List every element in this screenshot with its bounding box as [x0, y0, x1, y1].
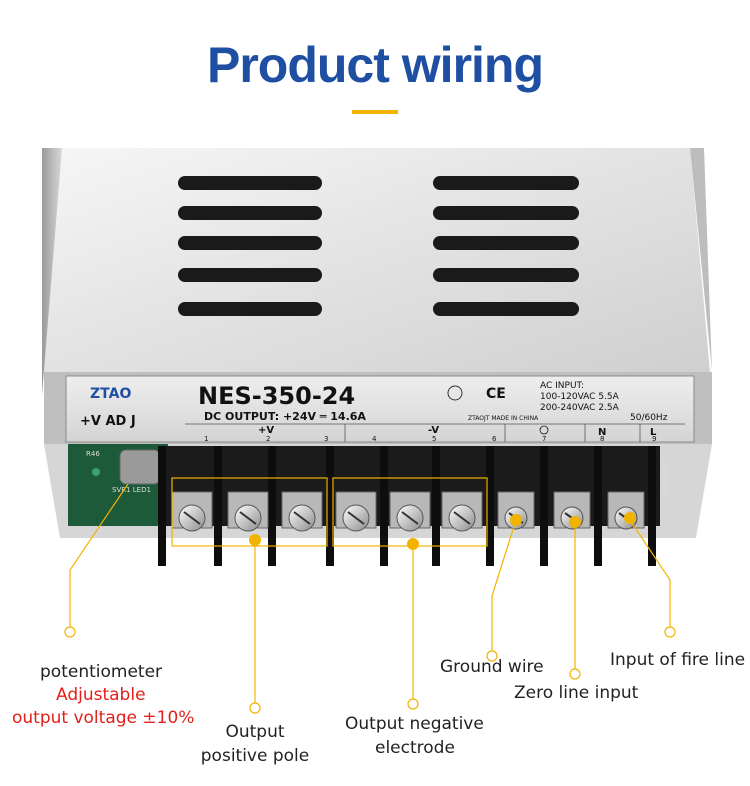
- label-output-positive-2: positive pole: [200, 746, 310, 766]
- terminal-number: 2: [266, 435, 270, 443]
- leader-lines: [69, 483, 671, 704]
- ce-mark: CE: [486, 386, 506, 402]
- brand-logo: ZTAO: [90, 386, 131, 402]
- title-underline: [352, 110, 398, 114]
- terminal-pos-label: +V: [258, 425, 274, 436]
- ac-input-2: 200-240VAC 2.5A: [540, 403, 620, 413]
- label-output-negative-2: electrode: [375, 738, 455, 758]
- page-title: Product wiring: [207, 37, 544, 93]
- made-in: ZTAOJT MADE IN CHINA: [468, 415, 539, 422]
- terminal-header: +V -V N L 1 2 3 4 5 6 7 8 9: [185, 423, 685, 443]
- anchor-dots: [249, 512, 636, 550]
- terminal-number: 1: [204, 435, 208, 443]
- positive-group-box: [171, 477, 328, 547]
- led-label: SVR1 LED1: [112, 486, 151, 494]
- terminal-number: 5: [432, 435, 436, 443]
- freq: 50/60Hz: [630, 413, 668, 423]
- terminal-number: 3: [324, 435, 328, 443]
- label-zero-line: Zero line input: [514, 683, 639, 703]
- case-right-side: [690, 148, 712, 372]
- label-fire-line: Input of fire line: [610, 650, 746, 670]
- ground-symbol-icon: [539, 425, 549, 435]
- spec-label: [65, 375, 695, 443]
- warning-text: WARNING: [660, 460, 668, 494]
- terminal-number: 9: [652, 435, 656, 443]
- end-circles: [64, 626, 676, 714]
- label-potentiometer: potentiometer: [40, 662, 163, 682]
- terminal-number: 4: [372, 435, 377, 443]
- vent-slots: [178, 176, 579, 316]
- terminal-number: 6: [492, 435, 497, 443]
- led-indicator: [92, 468, 100, 476]
- terminal-n-label: N: [598, 427, 606, 438]
- terminal-l-label: L: [650, 427, 657, 438]
- ac-input-title: AC INPUT:: [540, 381, 584, 391]
- dc-output: DC OUTPUT: +24V ═ 14.6A: [204, 410, 366, 423]
- potentiometer-knob[interactable]: [119, 449, 161, 485]
- label-output-voltage: output voltage ±10%: [12, 708, 195, 728]
- case-left-side: [42, 148, 62, 395]
- terminal-number: 7: [542, 435, 546, 443]
- label-adjustable: Adjustable: [56, 685, 146, 705]
- case-top: [42, 148, 710, 372]
- terminal-neg-label: -V: [428, 425, 439, 436]
- terminal-separators: [158, 446, 656, 566]
- label-output-negative-1: Output negative: [345, 714, 484, 734]
- terminal-number: 8: [600, 435, 604, 443]
- model-name: NES-350-24: [198, 382, 355, 410]
- cert-icon: [447, 385, 463, 401]
- label-output-positive-1: Output: [225, 722, 285, 742]
- adj-label: +V AD J: [80, 414, 136, 429]
- label-ground-wire: Ground wire: [440, 657, 544, 677]
- r-label: R46: [86, 450, 100, 458]
- ac-input-1: 100-120VAC 5.5A: [540, 392, 620, 402]
